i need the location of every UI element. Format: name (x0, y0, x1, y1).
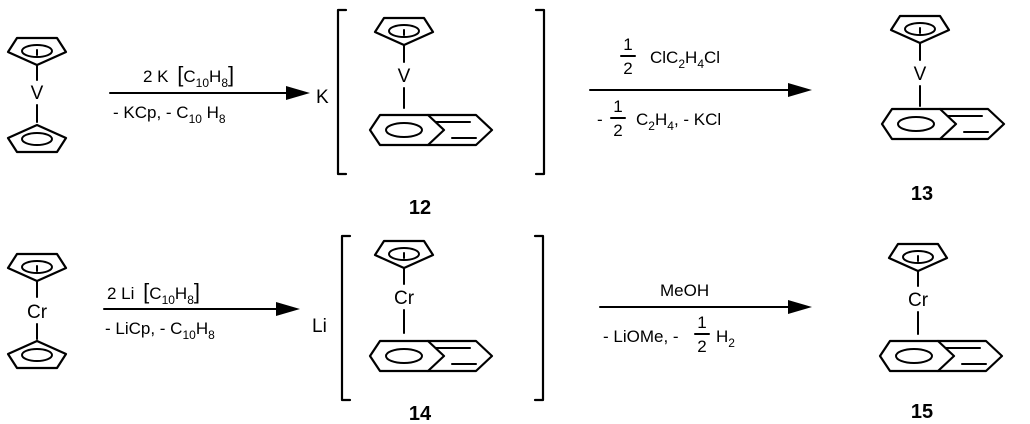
cp-ring-icon (373, 239, 435, 270)
reagent-above-label: ClC2H4Cl (650, 48, 720, 71)
product-15: Cr 15 (878, 242, 1004, 423)
naphthalene-ring-icon (368, 113, 494, 147)
intermediate-12: K V 12 (316, 8, 546, 219)
metal-label: Cr (908, 290, 929, 311)
frac-num-below: 1 (613, 97, 622, 116)
cp-ring-icon (889, 14, 951, 45)
naphthalene-ring-icon (368, 339, 494, 373)
cp-ring-icon (887, 242, 949, 273)
metal-label: Cr (394, 288, 415, 309)
counterion-label: Li (312, 316, 327, 337)
frac-num-below: 1 (697, 313, 706, 332)
reagent-above-label: 2 K [C10H8] (143, 62, 234, 90)
compound-number: 15 (911, 401, 933, 423)
compound-number: 12 (409, 197, 431, 219)
byproduct-below-label: - LiOMe, - (603, 327, 679, 346)
product-13: V 13 (880, 14, 1006, 205)
cp-ring-top-icon (6, 252, 68, 283)
reactant-metal-label: Cr (27, 302, 48, 323)
reagent-above-label: MeOH (660, 281, 709, 300)
cp-ring-bottom-icon (6, 123, 68, 154)
reactant-metal-label: V (31, 83, 44, 104)
reagent-above-label: 2 Li [C10H8] (107, 279, 200, 307)
frac-den-below: 2 (613, 121, 622, 140)
right-bracket (533, 234, 545, 402)
cp-ring-bottom-icon (6, 339, 68, 370)
metal-label: V (398, 66, 411, 87)
counterion-label: K (316, 87, 329, 108)
left-bracket (340, 234, 352, 402)
reaction-arrow-row2-step2: MeOH - LiOMe, - 1 2 H2 (599, 281, 812, 356)
naphthalene-ring-icon (880, 107, 1006, 141)
byproduct-below-label: - LiCp, - C10H8 (105, 319, 215, 342)
cp-ring-top-icon (6, 36, 68, 67)
vanadocene-reactant: V (6, 36, 68, 154)
frac-den-above: 2 (623, 59, 632, 78)
naphthalene-ring-icon (878, 339, 1004, 373)
byproduct-below-label: C2H4, - KCl (636, 110, 721, 133)
intermediate-14: Li Cr 14 (312, 234, 545, 424)
reaction-arrow-row1-step1: 2 K [C10H8] - KCp, - C10 H8 (109, 62, 310, 126)
compound-number: 14 (409, 403, 432, 424)
hydrogen-label: H2 (716, 327, 735, 350)
chromocene-reactant: Cr (6, 252, 68, 370)
compound-number: 13 (911, 183, 933, 205)
byproduct-below-label: - KCp, - C10 H8 (113, 103, 226, 126)
reaction-arrow-row2-step1: 2 Li [C10H8] - LiCp, - C10H8 (103, 279, 300, 342)
cp-ring-icon (373, 16, 435, 47)
minus-sign: - (597, 110, 603, 129)
right-bracket (534, 8, 546, 176)
frac-num-above: 1 (623, 35, 632, 54)
metal-label: V (914, 64, 927, 85)
left-bracket (336, 8, 348, 176)
reaction-arrow-row1-step2: 1 2 ClC2H4Cl - 1 2 C2H4, - KCl (589, 35, 812, 140)
frac-den-below: 2 (697, 337, 706, 356)
